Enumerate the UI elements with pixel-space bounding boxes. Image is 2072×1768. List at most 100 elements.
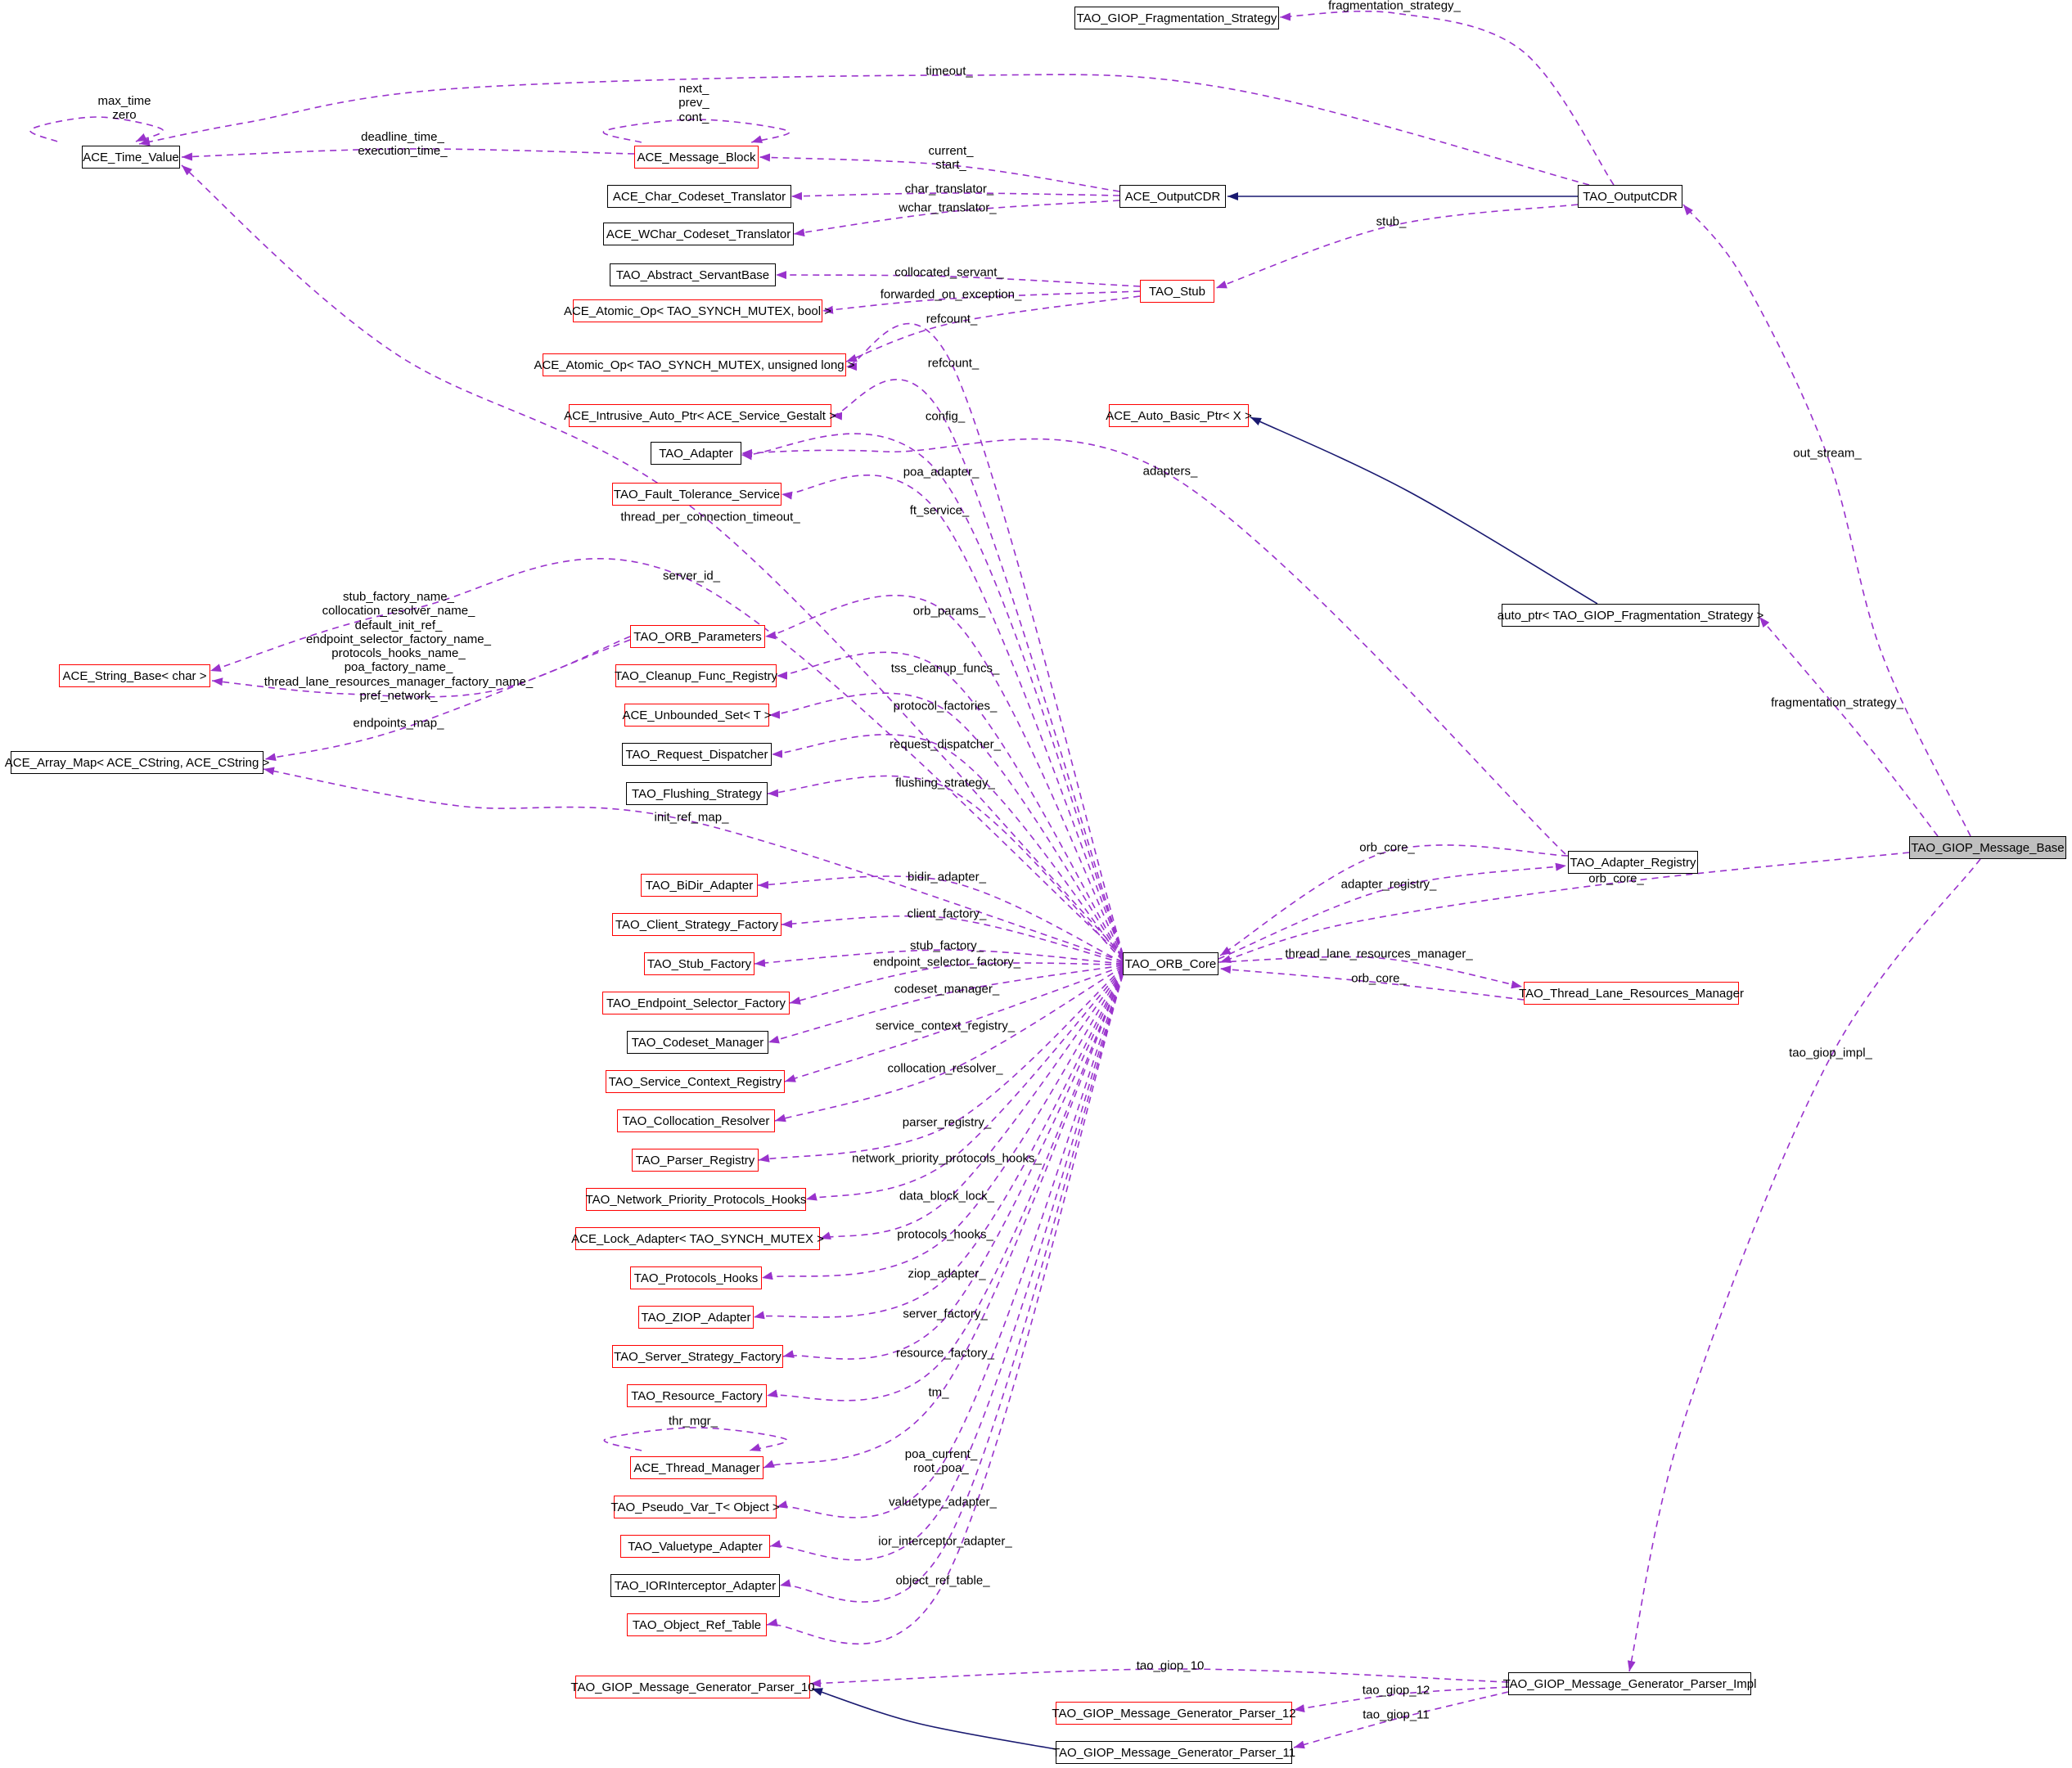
usage-edge-orb-parameters-string-base bbox=[211, 636, 631, 698]
node-iorinterceptor[interactable]: TAO_IORInterceptor_Adapter bbox=[610, 1574, 780, 1597]
usage-edge-giop-message-base-orb-core bbox=[1219, 852, 1910, 964]
node-unbounded-set[interactable]: ACE_Unbounded_Set< T > bbox=[622, 704, 772, 727]
usage-edge-orb-core-protocols-hooks bbox=[761, 969, 1124, 1280]
node-lock-adapter[interactable]: ACE_Lock_Adapter< TAO_SYNCH_MUTEX > bbox=[571, 1227, 824, 1250]
usage-edge-adapter-registry-orb-core bbox=[1219, 844, 1569, 956]
usage-edge-orb-core-collocation-resolver bbox=[774, 966, 1124, 1122]
inheritance-edge-parser-11-parser-10 bbox=[811, 1688, 1056, 1750]
node-tao-outputcdr[interactable]: TAO_OutputCDR bbox=[1578, 185, 1682, 208]
node-abstract-servantbase[interactable]: TAO_Abstract_ServantBase bbox=[610, 263, 776, 286]
usage-edge-orb-core-cleanup-func bbox=[776, 651, 1124, 959]
node-intrusive-auto-ptr[interactable]: ACE_Intrusive_Auto_Ptr< ACE_Service_Gest… bbox=[564, 404, 836, 427]
usage-edge-orb-parameters-array-map bbox=[264, 639, 631, 762]
node-parser-impl[interactable]: TAO_GIOP_Message_Generator_Parser_Impl bbox=[1503, 1672, 1756, 1695]
self-loop-time-value bbox=[29, 116, 164, 142]
node-auto-basic-ptr[interactable]: ACE_Auto_Basic_Ptr< X > bbox=[1106, 404, 1252, 427]
node-orb-parameters[interactable]: TAO_ORB_Parameters bbox=[630, 625, 765, 648]
node-network-priority[interactable]: TAO_Network_Priority_Protocols_Hooks bbox=[586, 1188, 806, 1211]
node-char-codeset[interactable]: ACE_Char_Codeset_Translator bbox=[607, 185, 791, 208]
node-auto-ptr-frag[interactable]: auto_ptr< TAO_GIOP_Fragmentation_Strateg… bbox=[1498, 604, 1763, 627]
node-adapter-registry[interactable]: TAO_Adapter_Registry bbox=[1568, 851, 1698, 874]
node-parser-10[interactable]: TAO_GIOP_Message_Generator_Parser_10 bbox=[570, 1676, 815, 1698]
node-protocols-hooks[interactable]: TAO_Protocols_Hooks bbox=[630, 1266, 762, 1289]
usage-edge-ace-outputcdr-wchar-codeset bbox=[793, 200, 1120, 237]
node-pseudo-var[interactable]: TAO_Pseudo_Var_T< Object > bbox=[610, 1496, 780, 1518]
node-stub-factory[interactable]: TAO_Stub_Factory bbox=[644, 952, 754, 975]
usage-edge-orb-core-bidir-adapter bbox=[757, 875, 1124, 963]
node-server-strategy[interactable]: TAO_Server_Strategy_Factory bbox=[612, 1345, 783, 1368]
usage-edge-orb-core-valuetype-adapter bbox=[769, 974, 1124, 1561]
usage-edge-parser-impl-parser-10 bbox=[809, 1668, 1509, 1688]
usage-edge-orb-core-unbounded-set bbox=[768, 692, 1124, 960]
node-string-base[interactable]: ACE_String_Base< char > bbox=[59, 664, 210, 687]
node-collocation-resolver[interactable]: TAO_Collocation_Resolver bbox=[617, 1109, 775, 1132]
usage-edge-stub-atomic-ulong bbox=[845, 295, 1141, 362]
node-wchar-codeset[interactable]: ACE_WChar_Codeset_Translator bbox=[603, 223, 794, 245]
node-time-value[interactable]: ACE_Time_Value bbox=[82, 146, 180, 169]
usage-edge-orb-core-ziop-adapter bbox=[753, 970, 1124, 1320]
node-parser-11[interactable]: TAO_GIOP_Message_Generator_Parser_11 bbox=[1052, 1741, 1295, 1764]
node-ziop-adapter[interactable]: TAO_ZIOP_Adapter bbox=[638, 1306, 754, 1329]
usage-edge-orb-core-network-priority bbox=[805, 968, 1124, 1201]
usage-edge-orb-core-adapter-registry bbox=[1218, 862, 1567, 960]
usage-edge-orb-core-array-map bbox=[263, 767, 1124, 962]
usage-edge-giop-message-base-parser-impl bbox=[1627, 858, 1981, 1672]
usage-edge-stub-abstract-servantbase bbox=[775, 271, 1141, 287]
node-request-dispatcher[interactable]: TAO_Request_Dispatcher bbox=[622, 743, 772, 766]
node-service-context[interactable]: TAO_Service_Context_Registry bbox=[606, 1070, 785, 1093]
usage-edge-orb-core-fault-tolerance bbox=[781, 475, 1124, 956]
node-bidir-adapter[interactable]: TAO_BiDir_Adapter bbox=[641, 874, 758, 897]
usage-edge-orb-core-resource-factory bbox=[766, 972, 1124, 1401]
node-adapter[interactable]: TAO_Adapter bbox=[651, 442, 741, 465]
usage-edge-ace-outputcdr-message-block bbox=[759, 153, 1120, 192]
node-codeset-manager[interactable]: TAO_Codeset_Manager bbox=[627, 1031, 768, 1054]
node-atomic-bool[interactable]: ACE_Atomic_Op< TAO_SYNCH_MUTEX, bool > bbox=[564, 299, 831, 322]
usage-edge-orb-core-codeset-manager bbox=[768, 965, 1124, 1044]
node-atomic-ulong[interactable]: ACE_Atomic_Op< TAO_SYNCH_MUTEX, unsigned… bbox=[534, 353, 855, 376]
usage-edge-orb-core-lock-adapter bbox=[819, 969, 1124, 1240]
node-message-block[interactable]: ACE_Message_Block bbox=[634, 146, 759, 169]
usage-edge-tao-outputcdr-stub bbox=[1215, 204, 1579, 289]
node-client-strategy[interactable]: TAO_Client_Strategy_Factory bbox=[612, 913, 782, 936]
node-flushing-strategy[interactable]: TAO_Flushing_Strategy bbox=[626, 782, 768, 805]
usage-edge-orb-core-string-base bbox=[209, 558, 1124, 957]
node-object-ref-table[interactable]: TAO_Object_Ref_Table bbox=[627, 1613, 767, 1636]
self-loop-thread-manager bbox=[603, 1427, 788, 1451]
node-array-map[interactable]: ACE_Array_Map< ACE_CString, ACE_CString … bbox=[5, 751, 269, 774]
node-giop-message-base[interactable]: TAO_GIOP_Message_Base bbox=[1909, 836, 2066, 859]
node-fault-tolerance[interactable]: TAO_Fault_Tolerance_Service bbox=[612, 483, 782, 506]
node-cleanup-func[interactable]: TAO_Cleanup_Func_Registry bbox=[615, 664, 777, 687]
usage-edge-giop-message-base-auto-ptr-frag bbox=[1759, 616, 1939, 837]
node-stub[interactable]: TAO_Stub bbox=[1140, 280, 1214, 303]
usage-edge-orb-core-flushing-strategy bbox=[767, 775, 1124, 961]
node-resource-factory[interactable]: TAO_Resource_Factory bbox=[627, 1384, 767, 1407]
usage-edge-orb-core-request-dispatcher bbox=[771, 734, 1124, 960]
usage-edge-parser-impl-parser-11 bbox=[1293, 1691, 1509, 1749]
node-endpoint-selector[interactable]: TAO_Endpoint_Selector_Factory bbox=[602, 992, 790, 1014]
usage-edge-orb-core-atomic-ulong bbox=[845, 322, 1124, 955]
usage-edge-orb-core-time-value bbox=[181, 164, 1124, 956]
node-thread-lane[interactable]: TAO_Thread_Lane_Resources_Manager bbox=[1519, 982, 1744, 1005]
usage-edge-orb-core-thread-lane bbox=[1218, 956, 1523, 989]
usage-edge-thread-lane-orb-core bbox=[1219, 965, 1525, 1001]
usage-edge-tao-outputcdr-frag-strategy bbox=[1279, 10, 1615, 186]
usage-edge-orb-core-parser-registry bbox=[758, 967, 1124, 1163]
usage-edge-orb-core-stub-factory bbox=[754, 949, 1124, 968]
usage-edge-orb-core-server-strategy bbox=[782, 971, 1124, 1360]
usage-edge-orb-core-pseudo-var bbox=[776, 973, 1124, 1518]
node-orb-core[interactable]: TAO_ORB_Core bbox=[1123, 952, 1218, 975]
node-valuetype-adapter[interactable]: TAO_Valuetype_Adapter bbox=[620, 1535, 770, 1558]
node-parser-12[interactable]: TAO_GIOP_Message_Generator_Parser_12 bbox=[1052, 1702, 1296, 1725]
node-parser-registry[interactable]: TAO_Parser_Registry bbox=[632, 1149, 759, 1172]
node-ace-outputcdr[interactable]: ACE_OutputCDR bbox=[1119, 185, 1226, 208]
node-thread-manager[interactable]: ACE_Thread_Manager bbox=[630, 1456, 763, 1479]
edges bbox=[29, 10, 1981, 1750]
usage-edge-message-block-time-value bbox=[181, 148, 635, 161]
usage-edge-orb-core-adapter bbox=[741, 433, 1124, 956]
usage-edge-orb-core-service-context bbox=[784, 965, 1124, 1082]
usage-edge-orb-core-orb-parameters bbox=[764, 595, 1124, 958]
usage-edge-orb-core-object-ref-table bbox=[766, 974, 1124, 1645]
node-frag-strategy[interactable]: TAO_GIOP_Fragmentation_Strategy bbox=[1074, 7, 1279, 29]
